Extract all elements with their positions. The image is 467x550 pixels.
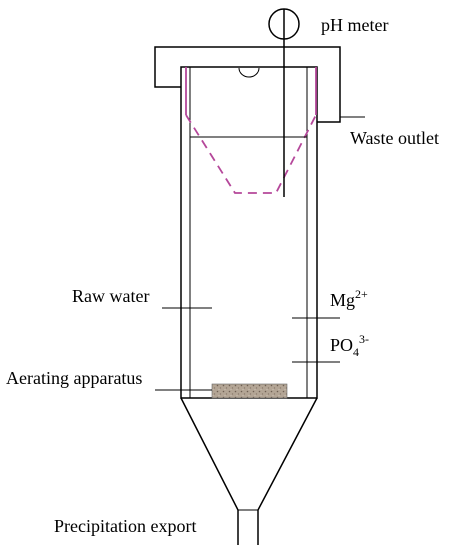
raw-water-label: Raw water [72, 286, 149, 306]
waste-outlet-label: Waste outlet [350, 128, 439, 148]
po4-ion-label: PO43- [330, 332, 369, 359]
conical-bottom-right [257, 397, 318, 545]
funnel-cone [185, 114, 317, 194]
reactor-column [180, 66, 318, 399]
aerating-apparatus-label: Aerating apparatus [6, 368, 142, 388]
mg-ion-label: Mg2+ [330, 287, 368, 310]
top-arc [238, 67, 260, 78]
precipitation-export-label: Precipitation export [54, 516, 196, 536]
aerator-block [211, 383, 288, 399]
overflow-cap [154, 46, 341, 123]
ph-meter-label: pH meter [321, 15, 388, 35]
